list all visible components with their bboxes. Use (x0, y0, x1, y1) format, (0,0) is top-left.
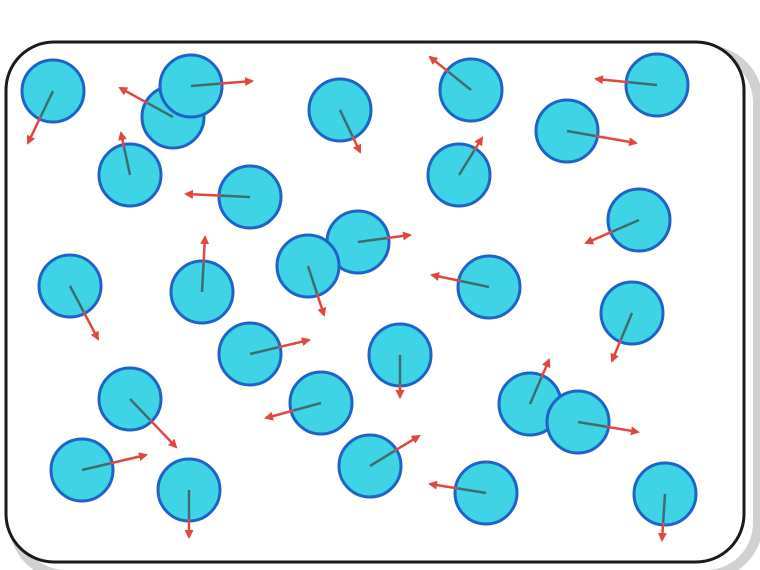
velocity-arrow-tail (81, 462, 111, 472)
particle (169, 235, 235, 325)
velocity-arrow-icon (149, 419, 178, 449)
velocity-arrow-tail (611, 218, 640, 233)
particle (307, 77, 373, 154)
velocity-arrow-icon (610, 339, 622, 363)
velocity-arrow-tail (200, 262, 205, 293)
particle (156, 457, 222, 539)
particle (594, 52, 690, 118)
particle (584, 187, 672, 253)
particle (275, 233, 341, 317)
velocity-arrow-tail (619, 312, 634, 341)
particle (37, 253, 103, 341)
velocity-arrow-tail (129, 398, 151, 421)
velocity-arrow-tail (566, 129, 596, 138)
particle (97, 366, 178, 449)
velocity-arrow-tail (122, 146, 132, 176)
velocity-arrow-icon (109, 452, 148, 465)
velocity-arrow-icon (584, 230, 613, 245)
particle (20, 58, 86, 145)
particle (426, 136, 492, 208)
velocity-arrow-icon (473, 136, 484, 152)
velocity-arrow-icon (118, 131, 127, 147)
velocity-arrow-icon (264, 409, 294, 421)
particle (264, 370, 354, 436)
velocity-arrow-tail (447, 70, 472, 91)
particle (534, 98, 638, 164)
velocity-arrow-tail (146, 101, 174, 119)
velocity-arrow-icon (540, 358, 551, 378)
velocity-arrow-tail (369, 449, 396, 468)
velocity-arrow-icon (428, 55, 450, 73)
particle (337, 433, 421, 499)
particle (428, 460, 519, 526)
velocity-arrow-tail (292, 401, 322, 412)
velocity-arrow-icon (26, 116, 42, 145)
velocity-arrow-icon (428, 480, 458, 490)
velocity-arrow-icon (277, 337, 311, 349)
particle (632, 461, 698, 542)
velocity-arrow-icon (386, 231, 412, 241)
velocity-arrow-icon (595, 134, 638, 147)
particle (97, 131, 163, 208)
velocity-arrow-tail (457, 149, 476, 176)
velocity-arrow-tail (460, 279, 490, 289)
particle (49, 437, 148, 503)
velocity-arrow-tail (39, 90, 55, 118)
velocity-arrow-icon (200, 235, 210, 264)
particle (428, 55, 504, 123)
particles-group (20, 52, 698, 542)
velocity-arrow-icon (219, 77, 254, 87)
particle (497, 358, 563, 437)
particle (367, 322, 433, 399)
velocity-arrow-tail (220, 194, 251, 199)
velocity-arrow-icon (351, 135, 362, 154)
velocity-arrow-tail (190, 82, 221, 88)
particle (217, 321, 311, 387)
velocity-arrow-tail (357, 236, 387, 244)
particle (158, 53, 254, 119)
velocity-arrow-icon (118, 86, 149, 105)
velocity-arrow-tail (338, 109, 354, 137)
velocity-arrow-tail (68, 285, 85, 313)
velocity-arrow-tail (457, 487, 487, 495)
velocity-arrow-icon (430, 272, 461, 283)
particle (545, 389, 640, 455)
particle (430, 254, 522, 320)
velocity-arrow-icon (184, 189, 222, 199)
velocity-arrow-icon (594, 75, 629, 85)
velocity-arrow-tail (528, 376, 543, 405)
velocity-arrow-tail (306, 265, 319, 294)
velocity-arrow-tail (628, 80, 658, 87)
particle (184, 164, 283, 230)
velocity-arrow-tail (249, 346, 279, 356)
particle (599, 280, 665, 363)
velocity-arrow-tail (577, 420, 607, 429)
velocity-arrow-icon (657, 522, 667, 542)
velocity-arrow-icon (315, 293, 327, 317)
velocity-arrow-icon (394, 434, 421, 452)
velocity-arrow-icon (606, 425, 640, 436)
velocity-arrow-tail (661, 493, 667, 524)
velocity-arrow-icon (82, 311, 100, 341)
